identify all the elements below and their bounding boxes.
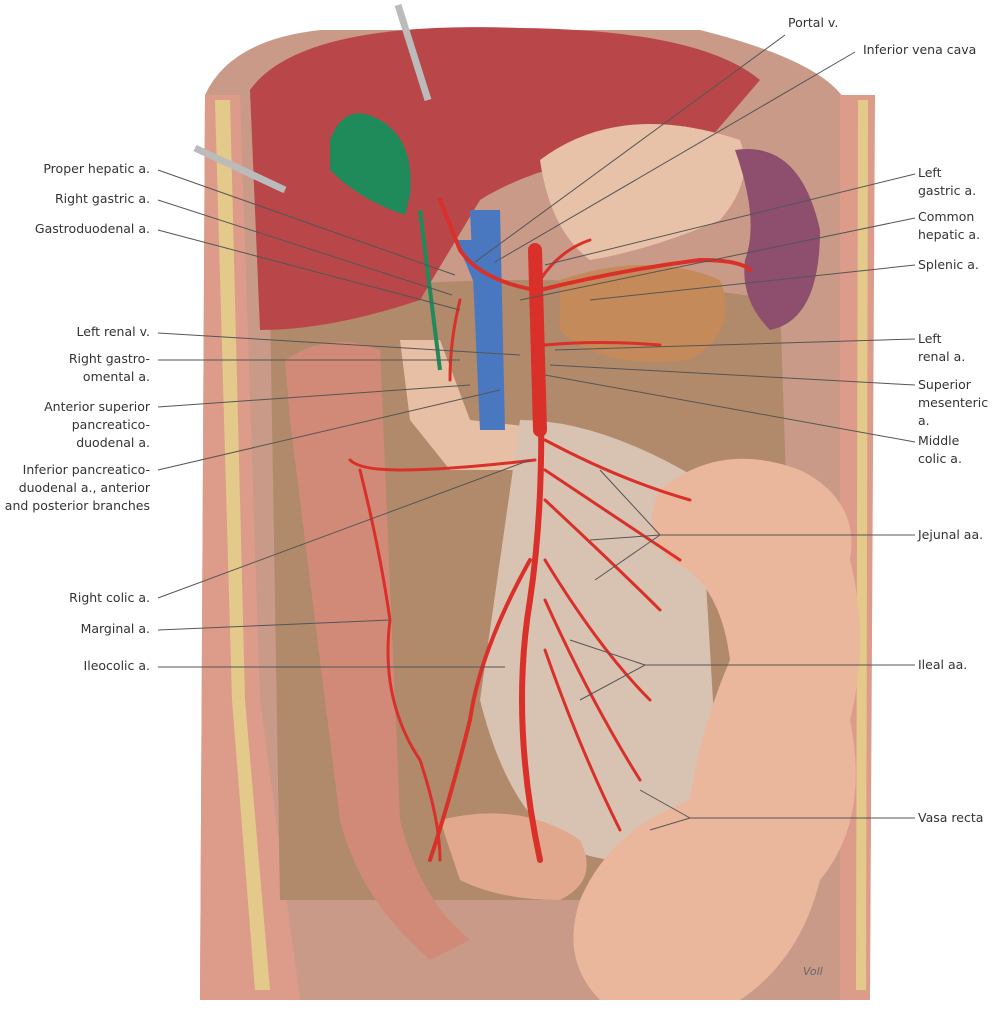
pancreas: [560, 265, 726, 362]
label-ant-sup-pancreaticoduodenal: Anterior superior pancreatico- duodenal …: [44, 399, 150, 450]
label-right-gastric: Right gastric a.: [55, 191, 150, 206]
gallbladder: [330, 113, 411, 215]
jejunal-arteries: [543, 438, 692, 612]
arteries: [348, 198, 752, 863]
label-middle-colic: Middle colic a.: [918, 433, 962, 466]
marginal-artery: [358, 468, 442, 862]
label-left-gastric: Left gastric a.: [918, 165, 977, 198]
spleen: [735, 149, 820, 330]
ascending-colon: [285, 342, 470, 960]
leader-lines: [157, 34, 916, 831]
stomach: [540, 124, 745, 260]
common-hepatic-artery: [438, 198, 537, 292]
label-gastroduodenal: Gastroduodenal a.: [34, 221, 150, 236]
label-superior-mesenteric: Superior mesenteric a.: [918, 377, 989, 428]
label-common-hepatic: Common hepatic a.: [918, 209, 981, 242]
label-jejunal: Jejunal aa.: [918, 527, 984, 542]
label-ileal: Ileal aa.: [918, 657, 968, 672]
label-left-renal-a: Left renal a.: [918, 331, 966, 364]
left-gastric-artery: [538, 238, 592, 282]
splenic-artery: [538, 257, 752, 292]
retractor-left: [193, 144, 287, 194]
label-proper-hepatic: Proper hepatic a.: [43, 161, 150, 176]
label-marginal: Marginal a.: [80, 621, 150, 636]
retractor-top: [394, 3, 432, 102]
label-splenic: Splenic a.: [918, 257, 979, 272]
label-vasa-recta: Vasa recta: [918, 810, 984, 825]
right-colic-artery: [348, 458, 537, 472]
label-inferior-vena-cava: Inferior vena cava: [863, 42, 977, 57]
ileal-arteries: [543, 558, 652, 832]
label-inf-pancreaticoduodenal: Inferior pancreatico- duodenal a., anter…: [4, 462, 150, 513]
superior-mesenteric-artery: [519, 367, 545, 863]
label-ileocolic: Ileocolic a.: [83, 658, 150, 673]
label-right-gastro-omental: Right gastro- omental a.: [68, 351, 150, 384]
liver: [250, 27, 760, 331]
gastroduodenal-artery: [448, 298, 462, 382]
left-renal-artery: [543, 341, 662, 347]
artist-signature: Voll: [803, 965, 823, 978]
small-intestine: [573, 458, 860, 1000]
label-left-renal-v: Left renal v.: [76, 324, 150, 339]
ileocolic-artery: [428, 558, 532, 862]
label-right-colic: Right colic a.: [69, 590, 150, 605]
ileum-loops: [440, 813, 587, 900]
label-portal-v: Portal v.: [788, 15, 839, 30]
bile-duct: [418, 209, 442, 371]
